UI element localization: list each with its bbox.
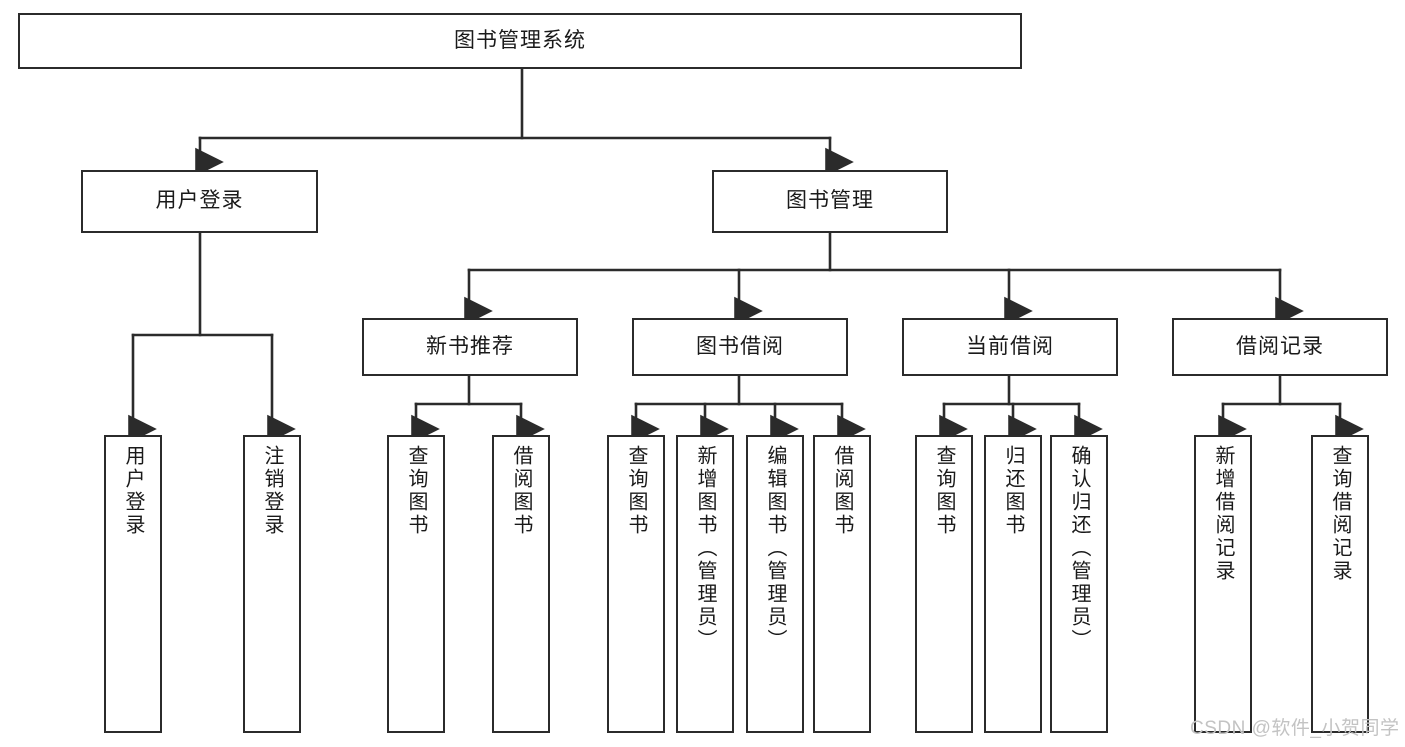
leaf-return-book[interactable]: 归还图书 <box>984 435 1042 733</box>
leaf-edit-book-admin[interactable]: 编辑图书（管理员） <box>746 435 804 733</box>
node-current-borrowing[interactable]: 当前借阅 <box>902 318 1118 376</box>
node-label: 新书推荐 <box>426 334 514 358</box>
node-book-management[interactable]: 图书管理 <box>712 170 948 233</box>
node-label: 查询图书 <box>405 445 427 537</box>
csdn-watermark: CSDN @软件_小贺同学 <box>1190 718 1400 739</box>
leaf-query-book-borrow[interactable]: 查询图书 <box>607 435 665 733</box>
node-label: 图书管理系统 <box>454 28 586 52</box>
node-label: 编辑图书（管理员） <box>764 445 786 652</box>
node-label: 归还图书 <box>1002 445 1024 537</box>
node-borrow-records[interactable]: 借阅记录 <box>1172 318 1388 376</box>
node-book-borrowing[interactable]: 图书借阅 <box>632 318 848 376</box>
node-label: 查询图书 <box>625 445 647 537</box>
node-label: 查询图书 <box>933 445 955 537</box>
leaf-confirm-return-admin[interactable]: 确认归还（管理员） <box>1050 435 1108 733</box>
node-label: 新增借阅记录 <box>1212 445 1234 583</box>
node-label: 新增图书（管理员） <box>694 445 716 652</box>
leaf-query-borrow-record[interactable]: 查询借阅记录 <box>1311 435 1369 733</box>
leaf-add-book-admin[interactable]: 新增图书（管理员） <box>676 435 734 733</box>
leaf-logout[interactable]: 注销登录 <box>243 435 301 733</box>
leaf-user-login[interactable]: 用户登录 <box>104 435 162 733</box>
node-label: 图书借阅 <box>696 334 784 358</box>
node-label: 查询借阅记录 <box>1329 445 1351 583</box>
node-new-book-recommendation[interactable]: 新书推荐 <box>362 318 578 376</box>
leaf-query-book-newbook[interactable]: 查询图书 <box>387 435 445 733</box>
node-user-login[interactable]: 用户登录 <box>81 170 318 233</box>
leaf-borrow-book[interactable]: 借阅图书 <box>813 435 871 733</box>
node-label: 借阅图书 <box>831 445 853 537</box>
node-label: 用户登录 <box>122 445 144 537</box>
node-label: 用户登录 <box>155 189 244 213</box>
node-label: 当前借阅 <box>966 334 1054 358</box>
leaf-borrow-book-newbook[interactable]: 借阅图书 <box>492 435 550 733</box>
leaf-query-book-current[interactable]: 查询图书 <box>915 435 973 733</box>
node-label: 确认归还（管理员） <box>1068 445 1090 652</box>
node-label: 借阅记录 <box>1236 334 1324 358</box>
node-label: 注销登录 <box>261 445 283 537</box>
node-root-book-management-system[interactable]: 图书管理系统 <box>18 13 1022 69</box>
node-label: 借阅图书 <box>510 445 532 537</box>
node-label: 图书管理 <box>786 189 874 213</box>
leaf-add-borrow-record[interactable]: 新增借阅记录 <box>1194 435 1252 733</box>
